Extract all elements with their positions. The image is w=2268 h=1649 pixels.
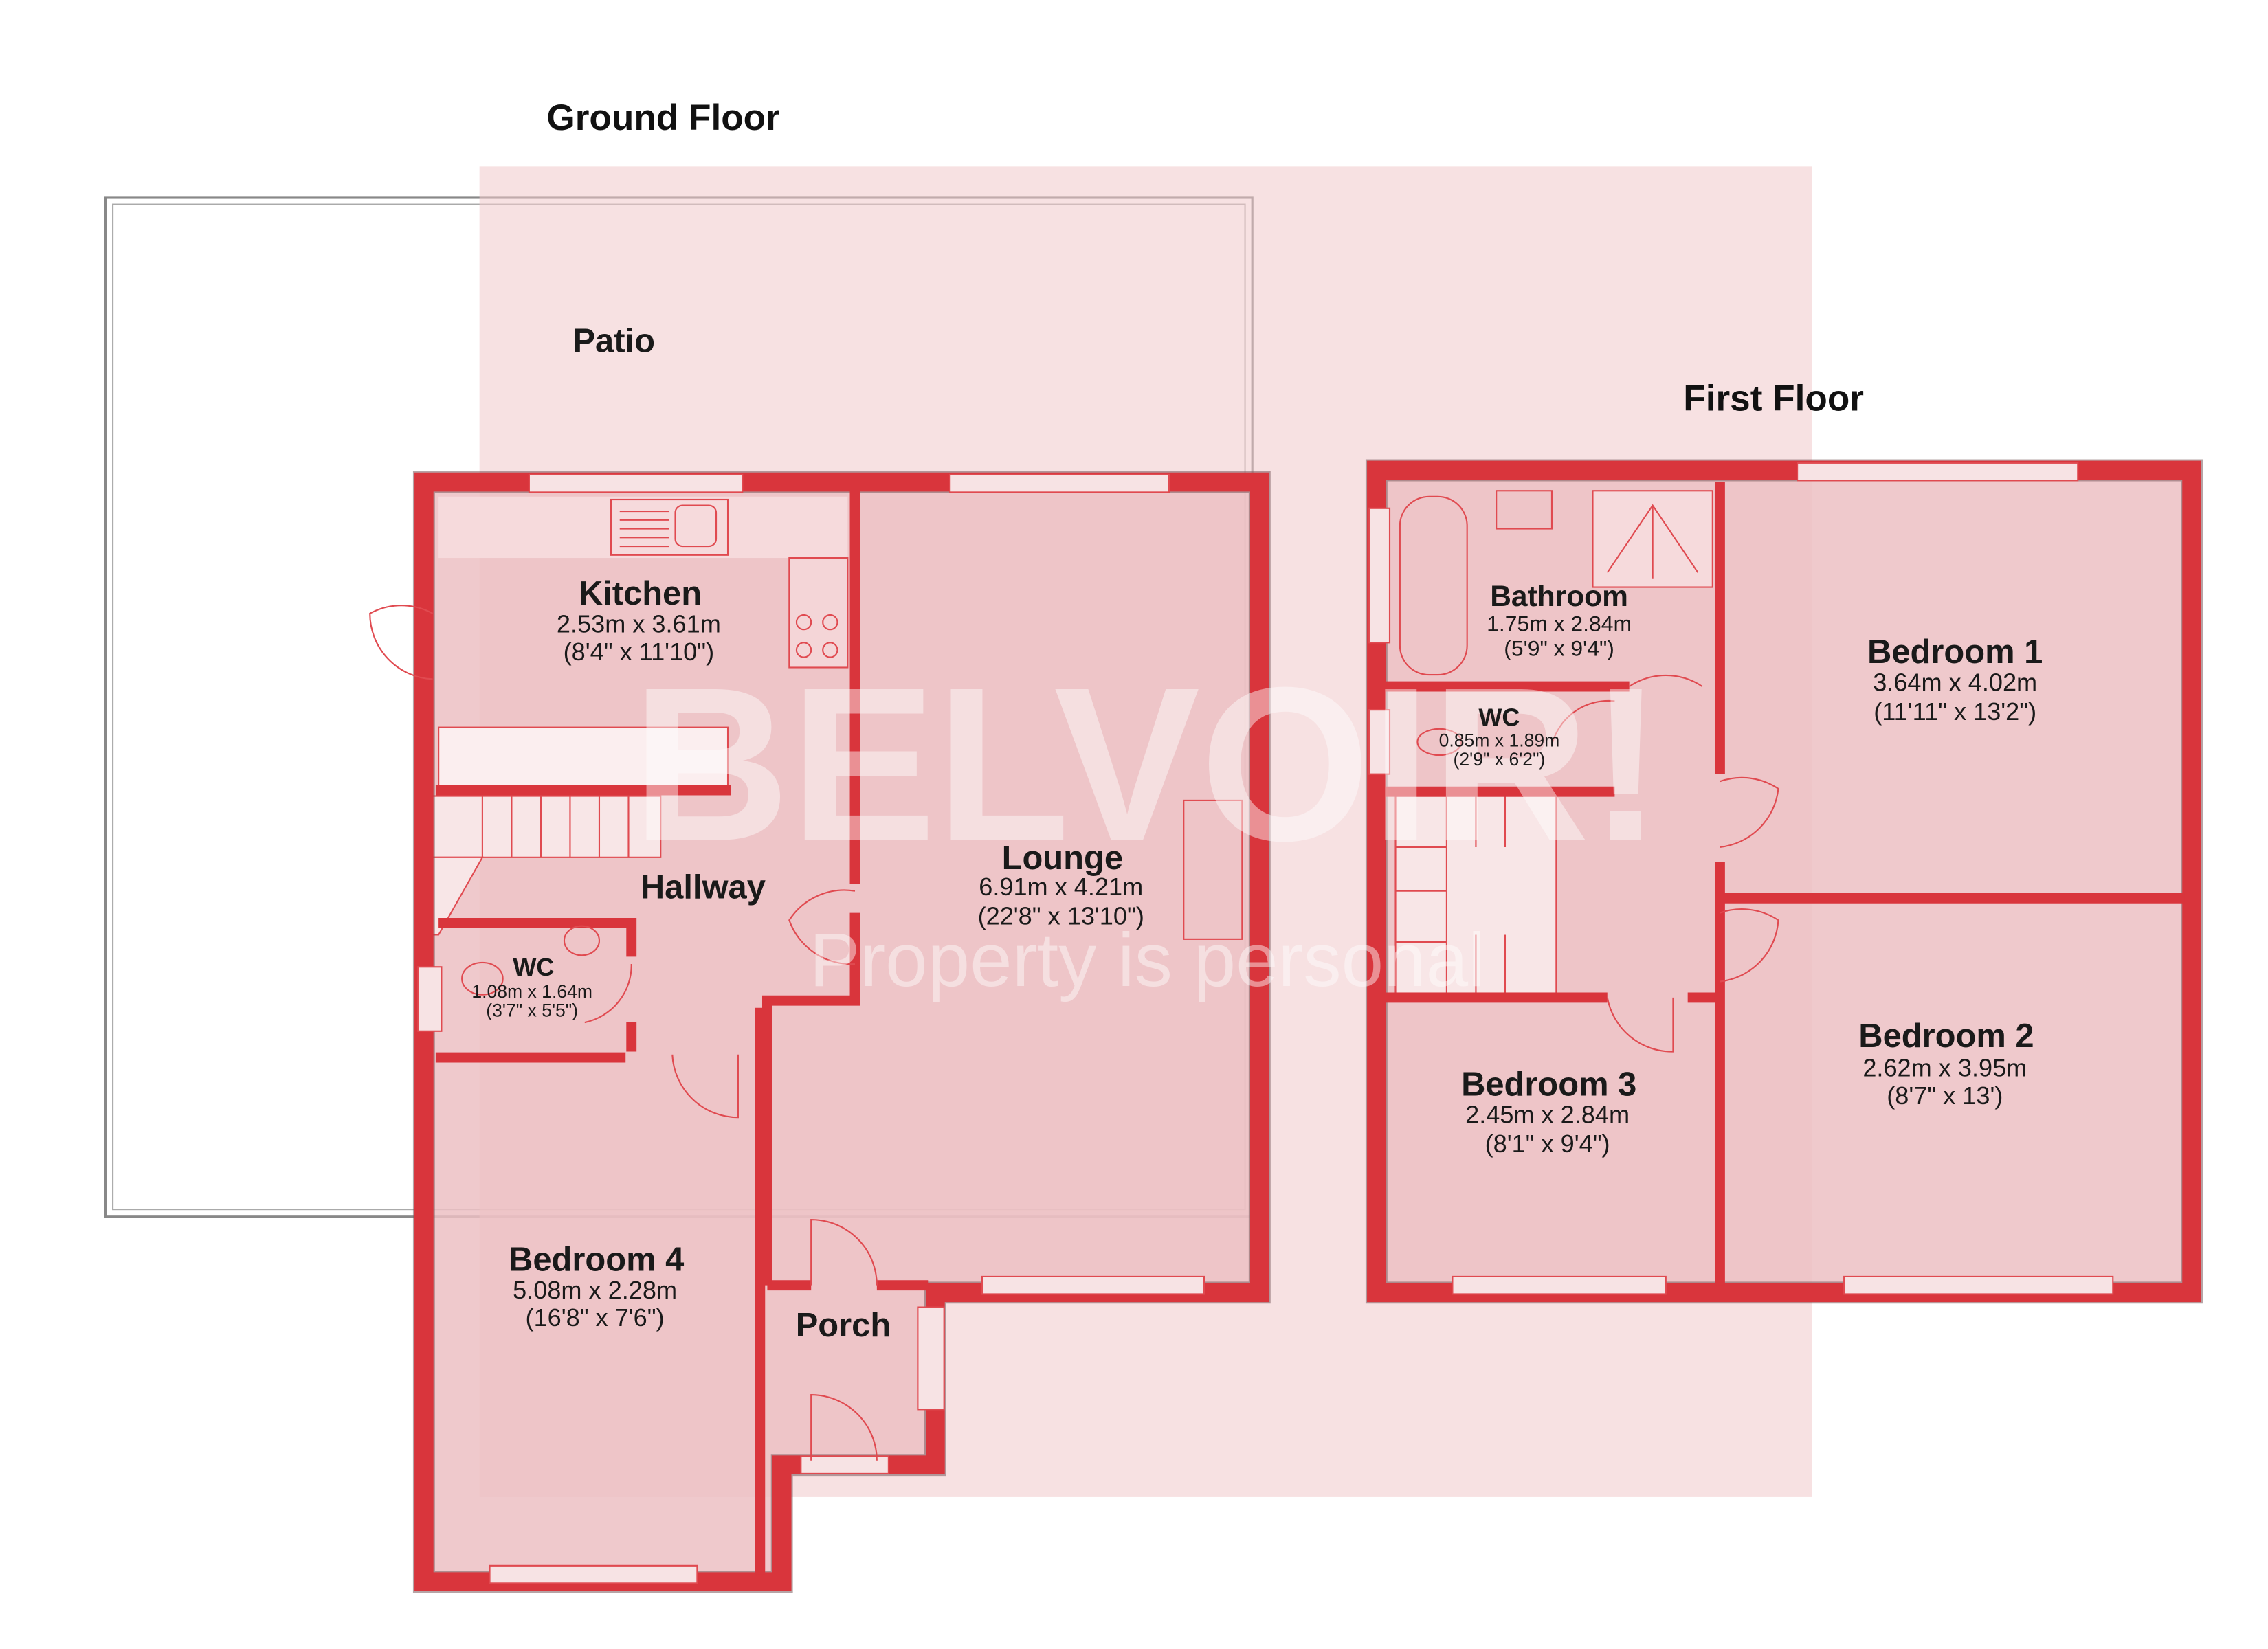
room-metric-kitchen: 2.53m x 3.61m <box>557 609 721 638</box>
room-metric-bathroom: 1.75m x 2.84m <box>1487 611 1632 636</box>
watermark-tagline: Property is personal <box>810 918 1485 1002</box>
room-name-kitchen: Kitchen <box>579 575 702 612</box>
room-imperial-bedroom-1: (11'11" x 13'2") <box>1874 697 2036 726</box>
room-metric-wc-first: 0.85m x 1.89m <box>1439 730 1560 750</box>
room-imperial-lounge: (22'8" x 13'10") <box>978 902 1144 930</box>
room-imperial-bedroom-4: (16'8" x 7'6") <box>526 1303 665 1332</box>
first-floor-title: First Floor <box>1683 378 1864 418</box>
ground-floor-title: Ground Floor <box>546 98 779 138</box>
room-imperial-wc-first: (2'9" x 6'2") <box>1454 749 1546 770</box>
room-name-wc-first: WC <box>1478 704 1520 732</box>
room-imperial-bathroom: (5'9" x 9'4") <box>1504 636 1614 660</box>
room-metric-bedroom-1: 3.64m x 4.02m <box>1873 668 2037 696</box>
room-name-bathroom: Bathroom <box>1490 581 1628 613</box>
room-name-porch: Porch <box>796 1307 891 1344</box>
room-imperial-kitchen: (8'4" x 11'10") <box>564 638 715 666</box>
room-metric-bedroom-3: 2.45m x 2.84m <box>1465 1101 1630 1129</box>
room-metric-lounge: 6.91m x 4.21m <box>979 873 1143 901</box>
room-name-hallway: Hallway <box>641 868 766 906</box>
room-metric-bedroom-4: 5.08m x 2.28m <box>513 1276 677 1304</box>
ground-floor-plan <box>369 471 1271 1593</box>
room-imperial-bedroom-2: (8'7" x 13') <box>1887 1081 2003 1110</box>
room-name-bedroom-3: Bedroom 3 <box>1461 1066 1636 1103</box>
room-name-wc-ground: WC <box>513 953 554 981</box>
room-metric-wc-ground: 1.08m x 1.64m <box>471 981 592 1002</box>
room-name-lounge: Lounge <box>1002 840 1123 877</box>
room-metric-bedroom-2: 2.62m x 3.95m <box>1863 1054 2027 1082</box>
room-name-bedroom-1: Bedroom 1 <box>1867 633 2043 671</box>
watermark-logo: BELVOIR! <box>632 641 1663 886</box>
room-imperial-wc-ground: (3'7" x 5'5") <box>486 1000 578 1021</box>
room-name-bedroom-4: Bedroom 4 <box>509 1241 684 1278</box>
room-name-bedroom-2: Bedroom 2 <box>1858 1018 2034 1055</box>
room-name-patio: Patio <box>572 322 654 359</box>
room-imperial-bedroom-3: (8'1" x 9'4") <box>1485 1130 1610 1158</box>
first-floor-plan <box>1365 459 2203 1304</box>
